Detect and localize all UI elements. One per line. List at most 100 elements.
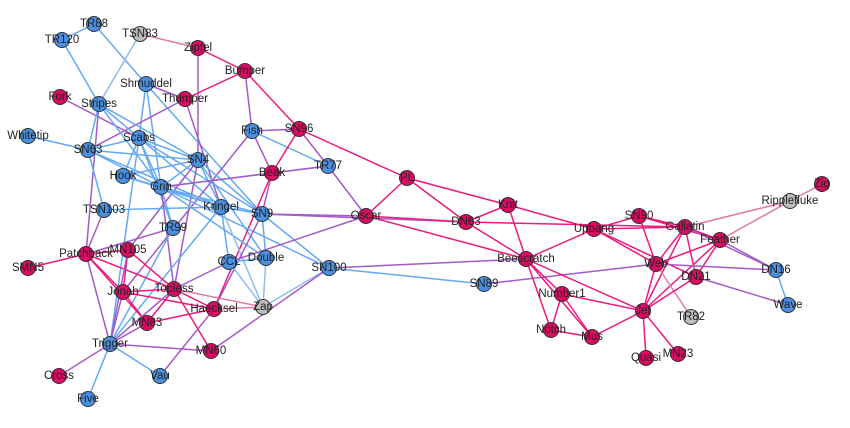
node-feather[interactable]: Feather [700,232,740,248]
node-fish[interactable]: Fish [241,123,263,139]
node-circle[interactable] [258,250,274,266]
node-circle[interactable] [131,130,147,146]
node-circle[interactable] [221,254,237,270]
node-circle[interactable] [683,309,699,325]
node-oscar[interactable]: Oscar [351,208,382,224]
node-hook[interactable]: Hook [110,168,137,184]
node-circle[interactable] [638,350,654,366]
node-circle[interactable] [291,121,307,137]
node-circle[interactable] [190,40,206,56]
node-tr99[interactable]: TR99 [159,220,187,236]
node-sn63[interactable]: SN63 [74,142,103,158]
node-jonah[interactable]: Jonah [107,284,139,300]
node-circle[interactable] [458,214,474,230]
node-circle[interactable] [255,299,271,315]
node-circle[interactable] [476,276,492,292]
node-circle[interactable] [166,281,182,297]
node-circle[interactable] [321,260,337,276]
node-circle[interactable] [782,193,798,209]
node-circle[interactable] [648,256,664,272]
node-haecksel[interactable]: Haecksel [190,301,238,317]
node-sn90[interactable]: SN90 [625,208,654,224]
node-circle[interactable] [264,165,280,181]
node-dn21[interactable]: DN21 [681,269,711,285]
node-dn16[interactable]: DN16 [761,262,791,278]
node-circle[interactable] [554,286,570,302]
node-circle[interactable] [20,128,36,144]
node-thumper[interactable]: Thumper [162,91,208,107]
node-ccl[interactable]: CCL [217,254,241,270]
node-tr82[interactable]: TR82 [677,309,705,325]
node-sn4[interactable]: SN4 [187,152,210,168]
node-circle[interactable] [96,202,112,218]
node-tsn83[interactable]: TSN83 [122,26,158,42]
node-circle[interactable] [814,176,830,192]
node-circle[interactable] [132,26,148,42]
node-zap[interactable]: Zap [253,299,273,315]
node-circle[interactable] [20,260,36,276]
node-ripplefluke[interactable]: Ripplefluke [762,193,819,209]
node-mn83[interactable]: MN83 [132,315,163,331]
node-double[interactable]: Double [248,250,284,266]
node-circle[interactable] [115,168,131,184]
node-circle[interactable] [213,199,229,215]
node-circle[interactable] [237,63,253,79]
node-trigger[interactable]: Trigger [92,336,128,352]
node-circle[interactable] [177,91,193,107]
node-dn63[interactable]: DN63 [451,214,481,230]
node-circle[interactable] [203,343,219,359]
node-patchback[interactable]: Patchback [59,246,113,262]
node-circle[interactable] [543,322,559,338]
node-scabs[interactable]: Scabs [123,130,155,146]
node-circle[interactable] [518,251,534,267]
node-circle[interactable] [102,336,118,352]
node-zig[interactable]: Zig [814,176,830,192]
node-stripes[interactable]: Stripes [81,96,117,112]
node-circle[interactable] [500,197,516,213]
node-quasi[interactable]: Quasi [631,350,661,366]
node-circle[interactable] [190,152,206,168]
node-circle[interactable] [254,206,270,222]
node-upbang[interactable]: Upbang [574,221,614,237]
node-circle[interactable] [120,242,136,258]
node-beak[interactable]: Beak [259,165,285,181]
node-jet[interactable]: Jet [635,303,651,319]
node-shmuddel[interactable]: Shmuddel [120,76,172,92]
node-tr120[interactable]: TR120 [45,32,80,48]
node-wave[interactable]: Wave [774,297,803,313]
node-circle[interactable] [115,284,131,300]
node-mus[interactable]: Mus [581,329,603,345]
node-sn96[interactable]: SN96 [285,121,314,137]
node-circle[interactable] [768,262,784,278]
node-circle[interactable] [399,170,415,186]
node-circle[interactable] [52,89,68,105]
node-circle[interactable] [320,158,336,174]
node-circle[interactable] [80,142,96,158]
node-vau[interactable]: Vau [150,368,170,384]
node-circle[interactable] [670,346,686,362]
node-knit[interactable]: Knit [498,197,519,213]
node-sn100[interactable]: SN100 [311,260,347,276]
node-sn9[interactable]: SN9 [251,206,273,222]
node-pl[interactable]: PL [399,170,415,186]
node-web[interactable]: Web [644,256,668,272]
node-smn5[interactable]: SMN5 [12,260,44,276]
node-bumper[interactable]: Bumper [225,63,265,79]
node-mn60[interactable]: MN60 [196,343,227,359]
node-mn105[interactable]: MN105 [109,242,147,258]
node-gallatin[interactable]: Gallatin [666,219,705,235]
node-circle[interactable] [206,301,222,317]
node-tsn103[interactable]: TSN103 [83,202,125,218]
node-tr77[interactable]: TR77 [314,158,342,174]
node-topless[interactable]: Topless [155,281,194,297]
node-grin[interactable]: Grin [150,179,172,195]
node-circle[interactable] [584,329,600,345]
node-circle[interactable] [165,220,181,236]
node-circle[interactable] [631,208,647,224]
node-kringel[interactable]: Kringel [203,199,239,215]
node-circle[interactable] [139,315,155,331]
node-cross[interactable]: Cross [44,368,74,384]
node-circle[interactable] [586,221,602,237]
node-circle[interactable] [712,232,728,248]
node-circle[interactable] [688,269,704,285]
